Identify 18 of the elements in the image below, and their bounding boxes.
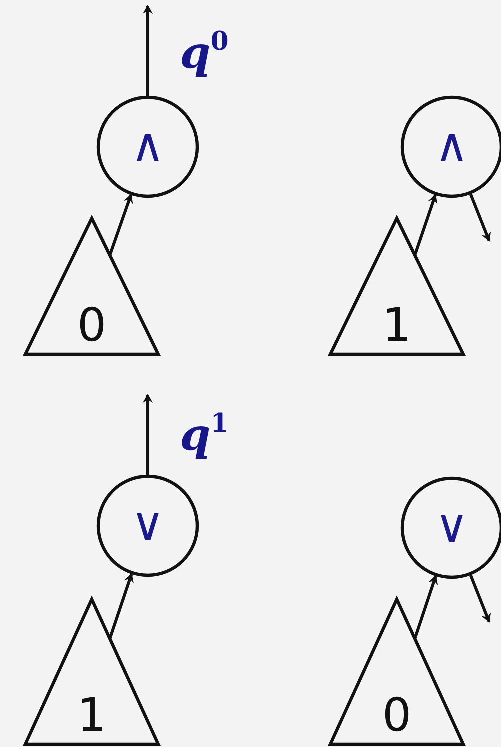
arrow (414, 575, 438, 638)
subtree-value: 1 (381, 302, 413, 348)
operator-symbol: ∧ (434, 122, 470, 168)
arrow (469, 574, 492, 623)
subtree-value: 1 (76, 692, 108, 738)
arrow (143, 394, 153, 475)
operator-symbol: ∨ (434, 503, 470, 550)
subtree-value: 0 (381, 692, 413, 738)
subtree-value: 0 (76, 302, 108, 348)
operator-symbol: ∨ (130, 501, 166, 548)
arrow (108, 573, 134, 638)
arrow (143, 5, 153, 96)
arrow (469, 194, 492, 242)
arrow (108, 194, 134, 256)
edge-label: q$^{0}$ (180, 32, 229, 76)
operator-symbol: ∧ (130, 122, 166, 168)
arrow (414, 194, 438, 256)
edge-label: q$^{1}$ (180, 414, 229, 458)
